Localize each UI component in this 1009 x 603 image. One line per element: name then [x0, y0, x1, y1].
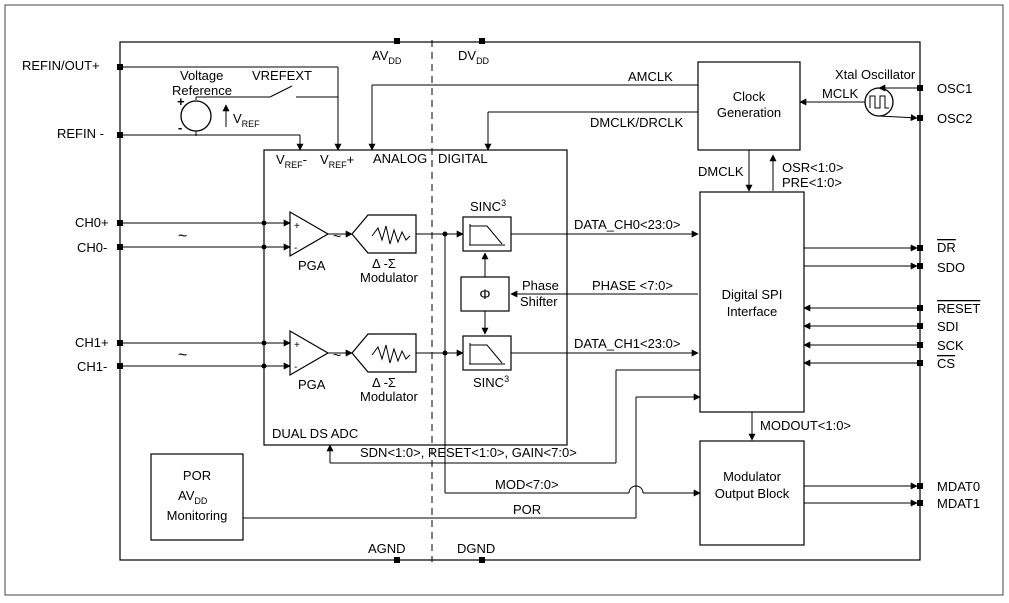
svg-text:~: ~: [333, 228, 341, 244]
svg-text:Generation: Generation: [717, 105, 781, 120]
agnd-pin: AGND: [368, 541, 406, 556]
data-ch0-signal: DATA_CH0<23:0>: [574, 217, 680, 232]
svg-text:POR: POR: [183, 468, 211, 483]
dgnd-pin: DGND: [457, 541, 495, 556]
modout-signal: MODOUT<1:0>: [760, 418, 851, 433]
svg-text:+: +: [177, 94, 185, 109]
svg-text:Δ -Σ: Δ -Σ: [372, 375, 396, 390]
refin-minus-pin: REFIN -: [57, 126, 104, 141]
reset-pin: RESET: [937, 301, 980, 316]
svg-text:Output Block: Output Block: [715, 486, 790, 501]
svg-text:VREF+: VREF+: [320, 152, 354, 170]
dmclk-drclk-signal: DMCLK/DRCLK: [590, 115, 684, 130]
pre-signal: PRE<1:0>: [782, 175, 842, 190]
svg-text:Modulator: Modulator: [723, 469, 781, 484]
phase-signal: PHASE <7:0>: [592, 278, 673, 293]
modulator-output-block: [699, 440, 805, 546]
svg-text:Clock: Clock: [733, 89, 766, 104]
mdat0-pin: MDAT0: [937, 479, 980, 494]
svg-text:-: -: [178, 120, 182, 135]
amclk-signal: AMCLK: [628, 69, 673, 84]
ch1-plus-pin: CH1+: [75, 335, 109, 350]
osc2-pin: OSC2: [937, 111, 972, 126]
avdd-pin: AVDD: [372, 48, 402, 66]
outer-frame: [4, 4, 1004, 596]
svg-text:-: -: [294, 362, 297, 373]
chip-boundary: [119, 41, 921, 561]
svg-text:Shifter: Shifter: [520, 294, 558, 309]
ch1-minus-pin: CH1-: [77, 359, 107, 374]
sdo-pin: SDO: [937, 260, 965, 275]
svg-text:SINC3: SINC3: [470, 198, 506, 214]
svg-text:Interface: Interface: [727, 304, 778, 319]
svg-text:Φ: Φ: [479, 286, 490, 302]
svg-text:Phase: Phase: [522, 278, 559, 293]
xtal-oscillator-label: Xtal Oscillator: [835, 67, 916, 82]
voltage-source: [180, 100, 212, 132]
dual-adc-block: [263, 149, 568, 446]
vrefext-label: VREFEXT: [252, 68, 312, 83]
svg-text:+: +: [294, 221, 300, 232]
svg-text:VREF-: VREF-: [276, 152, 307, 170]
digital-label: DIGITAL: [438, 151, 488, 166]
pga-ch0: [289, 210, 330, 258]
pga-ch1: [289, 329, 330, 377]
por-monitoring-block: [150, 453, 244, 541]
oscillator-icon: [864, 87, 894, 117]
mclk-signal: MCLK: [822, 86, 858, 101]
refin-out-pin: REFIN/OUT+: [22, 58, 100, 73]
svg-text:~: ~: [178, 347, 187, 364]
svg-text:Digital SPI: Digital SPI: [722, 287, 783, 302]
data-ch1-signal: DATA_CH1<23:0>: [574, 336, 680, 351]
svg-text:PGA: PGA: [298, 377, 326, 392]
por-signal: POR: [513, 502, 541, 517]
sck-pin: SCK: [937, 338, 964, 353]
ch0-minus-pin: CH0-: [77, 240, 107, 255]
ch0-plus-pin: CH0+: [75, 215, 109, 230]
svg-text:SINC3: SINC3: [473, 374, 509, 390]
cs-pin: CS: [937, 356, 955, 371]
clock-generation-block: [697, 61, 801, 151]
digital-spi-interface-block: [699, 191, 805, 413]
svg-text:Monitoring: Monitoring: [167, 508, 228, 523]
svg-text:~: ~: [178, 228, 187, 245]
dmclk-signal: DMCLK: [698, 164, 744, 179]
svg-text:+: +: [294, 340, 300, 351]
svg-text:Modulator: Modulator: [360, 270, 418, 285]
mod-signal: MOD<7:0>: [495, 477, 559, 492]
sdn-reset-gain-signal: SDN<1:0>, RESET<1:0>, GAIN<7:0>: [360, 445, 577, 460]
dual-adc-label: DUAL DS ADC: [272, 426, 358, 441]
voltage-reference-label: Voltage: [180, 68, 223, 83]
osr-signal: OSR<1:0>: [782, 160, 843, 175]
svg-text:Modulator: Modulator: [360, 389, 418, 404]
svg-text:PGA: PGA: [298, 258, 326, 273]
svg-text:Δ -Σ: Δ -Σ: [372, 256, 396, 271]
sdi-pin: SDI: [937, 319, 959, 334]
svg-text:~: ~: [333, 347, 341, 363]
mdat1-pin: MDAT1: [937, 496, 980, 511]
svg-text:AVDD: AVDD: [178, 488, 208, 506]
osc1-pin: OSC1: [937, 81, 972, 96]
dvdd-pin: DVDD: [458, 48, 490, 66]
vref-label: VREF: [233, 111, 260, 129]
dr-pin: DR: [937, 240, 956, 255]
svg-text:-: -: [294, 243, 297, 254]
analog-label: ANALOG: [373, 151, 427, 166]
svg-text:Reference: Reference: [172, 83, 232, 98]
